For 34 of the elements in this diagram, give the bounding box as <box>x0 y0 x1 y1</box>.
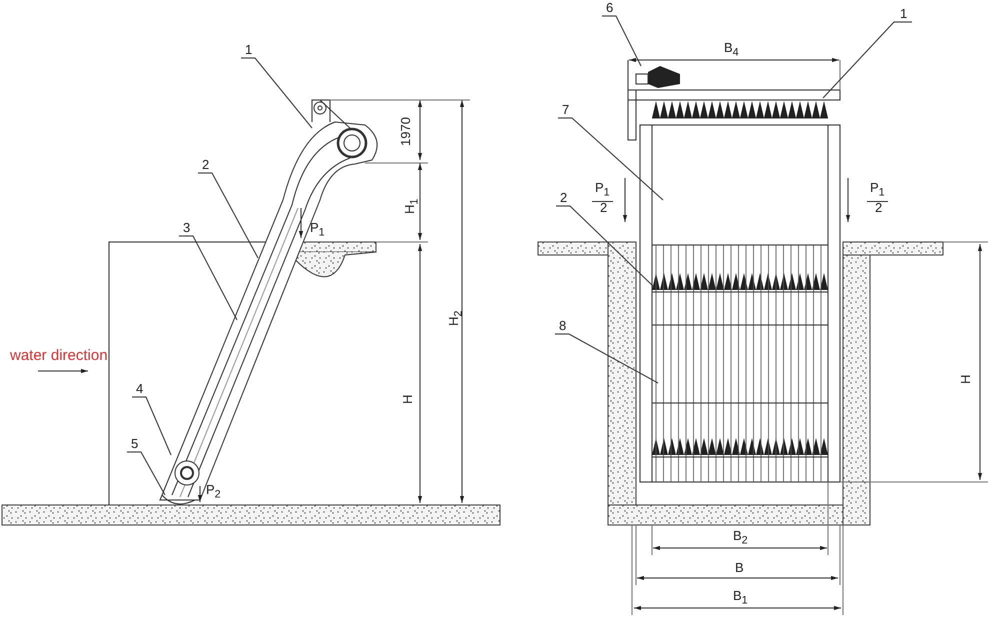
dimension-label: P$_{2}$ <box>206 482 221 503</box>
dimension-label: 2 <box>875 200 882 215</box>
leader-line <box>558 118 664 200</box>
leader-line <box>822 22 912 98</box>
flow-note: water direction <box>10 348 108 363</box>
dimension-label: B$_{2}$ <box>733 528 748 549</box>
callout-number: 2 <box>560 190 568 205</box>
callout-number: 1 <box>245 42 252 57</box>
dimension-label: P$_{1}$ <box>592 180 613 202</box>
leader-line <box>126 452 166 496</box>
dimension-label: P$_{1}$ <box>867 180 888 202</box>
leader-line <box>556 206 654 288</box>
callout-number: 2 <box>202 157 210 172</box>
leader-line <box>132 396 172 456</box>
dimension-label: 2 <box>600 200 608 215</box>
dimension-label: H <box>400 394 415 404</box>
leader-line <box>554 334 658 384</box>
callout-number: 1 <box>900 6 908 21</box>
dimension-label: H <box>958 374 973 384</box>
callout-number: 3 <box>183 220 190 235</box>
callout-number: 6 <box>606 0 614 15</box>
leader-line <box>178 236 238 320</box>
dimension-label: B$_{4}$ <box>724 40 739 61</box>
callout-number: 5 <box>131 436 138 451</box>
callout-number: 7 <box>562 102 570 117</box>
dimension-label: P$_{1}$ <box>310 220 325 241</box>
callout-number: 4 <box>136 381 144 396</box>
callout-number: 8 <box>559 318 566 333</box>
dimension-label: 1970 <box>398 117 413 146</box>
leader-line <box>602 16 642 66</box>
dimension-label: B <box>735 560 744 575</box>
dimension-label: B$_{1}$ <box>733 588 748 609</box>
leader-line <box>240 58 312 128</box>
leader-line <box>198 172 258 258</box>
